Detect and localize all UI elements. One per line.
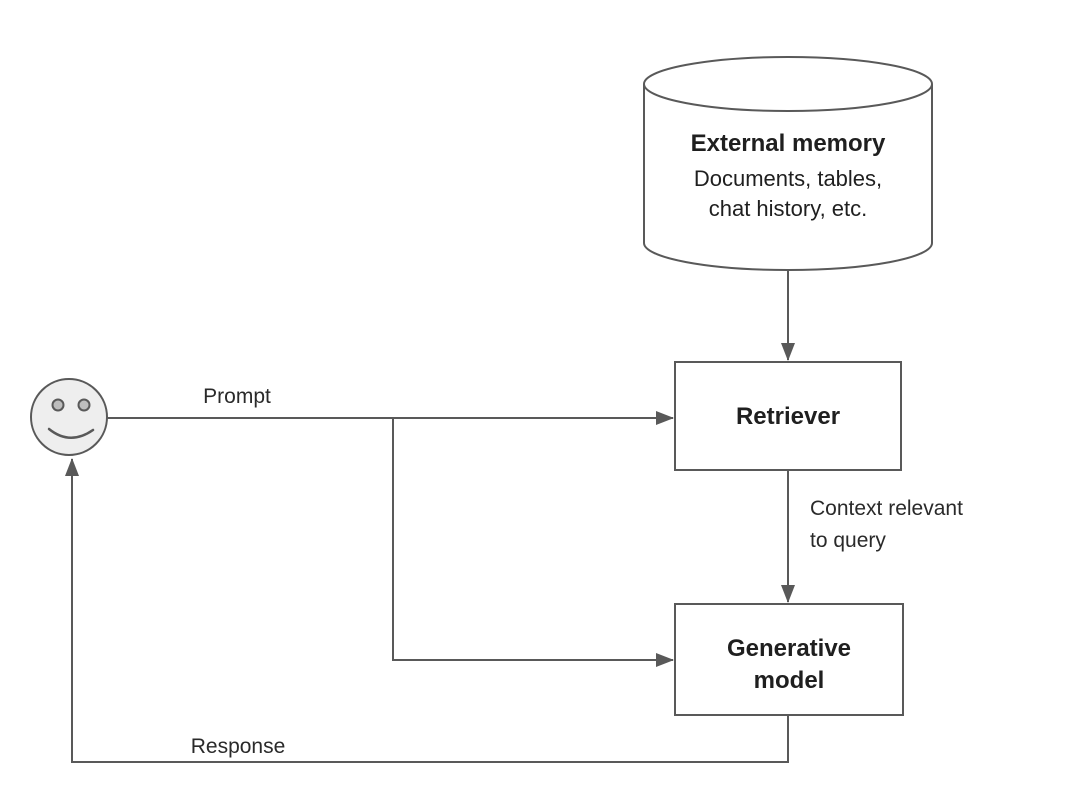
context-label-line1: Context relevant <box>810 497 963 520</box>
arrow-prompt-to-generative <box>392 418 674 667</box>
smiley-right-eye <box>77 398 91 412</box>
retriever-node: Retriever <box>674 361 902 471</box>
external-memory-subtitle-line1: Documents, tables, <box>694 166 882 191</box>
retriever-label: Retriever <box>736 403 840 430</box>
smiley-left-eye <box>51 398 65 412</box>
context-label-line2: to query <box>810 529 886 552</box>
generative-model-label-line2: model <box>754 667 825 694</box>
generative-model-label-line1: Generative <box>727 635 851 662</box>
database-cylinder-top <box>643 56 933 112</box>
user-node <box>30 378 108 456</box>
generative-model-box <box>674 603 904 716</box>
arrow-response-to-user <box>65 458 789 763</box>
external-memory-node: External memory Documents, tables, chat … <box>643 56 933 271</box>
external-memory-title: External memory <box>691 130 886 157</box>
generative-model-node: Generative model <box>674 603 904 716</box>
retriever-box <box>674 361 902 471</box>
prompt-label: Prompt <box>203 385 271 408</box>
external-memory-subtitle-line2: chat history, etc. <box>709 196 868 221</box>
response-label: Response <box>191 735 286 758</box>
smiley-mouth <box>47 427 95 439</box>
database-cylinder-icon <box>643 84 933 271</box>
smiley-face-icon <box>30 378 108 456</box>
